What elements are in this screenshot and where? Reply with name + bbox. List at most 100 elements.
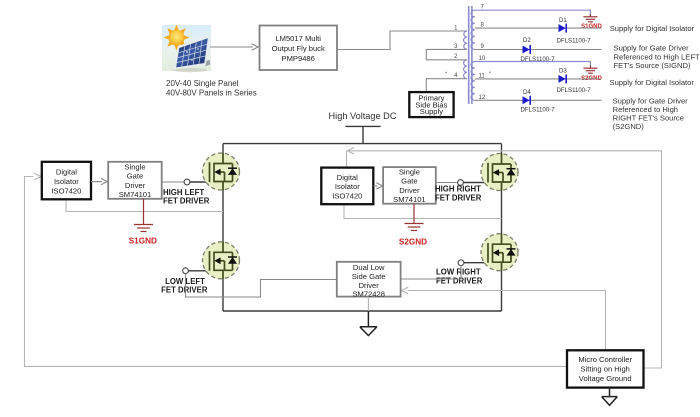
mosfet-low-right bbox=[480, 233, 519, 272]
svg-text:Referenced to High LEFT: Referenced to High LEFT bbox=[614, 52, 700, 61]
s2gnd-xfmr-ground-icon bbox=[583, 65, 598, 74]
gate-terminal bbox=[183, 178, 191, 186]
diode-d1-icon bbox=[558, 23, 568, 33]
secondary-winding-2 bbox=[470, 60, 475, 101]
polarity-dot bbox=[445, 71, 447, 74]
dual-to-left-gate-wire bbox=[184, 273, 337, 298]
svg-text:DFLS1100-7: DFLS1100-7 bbox=[521, 106, 556, 113]
pin10-wire bbox=[474, 60, 591, 66]
svg-text:Referenced to High: Referenced to High bbox=[613, 105, 678, 114]
pv-panel-icon bbox=[173, 35, 211, 73]
iso-left-block: Digital Isolator ISO7420 bbox=[40, 160, 93, 201]
svg-text:Supply for Gate Driver: Supply for Gate Driver bbox=[614, 44, 690, 53]
svg-text:PMP9486: PMP9486 bbox=[282, 54, 315, 63]
svg-text:D1: D1 bbox=[559, 17, 567, 24]
panel-caption-line1: 20V-40 Single Panel bbox=[166, 79, 239, 88]
s1gnd-xfmr-ground-icon bbox=[583, 14, 598, 23]
arrowhead-icon bbox=[346, 147, 355, 155]
svg-text:9: 9 bbox=[481, 44, 485, 50]
driver-right-block: Single Gate Driver SM74101 bbox=[382, 166, 437, 205]
svg-text:RIGHT FET's Source: RIGHT FET's Source bbox=[613, 114, 684, 123]
svg-text:11: 11 bbox=[479, 73, 486, 79]
s1gnd-driver-label: S1GND bbox=[129, 237, 157, 246]
pin7-wire bbox=[474, 9, 591, 15]
svg-text:SM72428: SM72428 bbox=[352, 290, 385, 299]
fet-low-right-label2: FET DRIVER bbox=[436, 276, 483, 285]
svg-text:Supply for Digital Isolator: Supply for Digital Isolator bbox=[610, 78, 695, 87]
mosfet-high-right bbox=[480, 152, 519, 192]
svg-text:10: 10 bbox=[479, 56, 486, 62]
svg-text:Output Fly buck: Output Fly buck bbox=[272, 44, 325, 53]
svg-text:ISO7420: ISO7420 bbox=[332, 192, 362, 201]
mc-to-iso-left-wire bbox=[23, 175, 567, 367]
mosfet-high-left bbox=[201, 152, 241, 191]
polarity-dot bbox=[489, 71, 491, 74]
supply-annotations: Supply for Digital Isolator Supply for G… bbox=[610, 24, 700, 131]
fet-high-left-label1: HIGH LEFT bbox=[163, 188, 204, 197]
arrowhead-icon bbox=[251, 43, 260, 51]
svg-text:Isolator: Isolator bbox=[54, 177, 79, 186]
s2gnd-driver-label: S2GND bbox=[399, 238, 427, 247]
svg-text:LM5017 Multi: LM5017 Multi bbox=[275, 34, 321, 43]
svg-text:Micro Controller: Micro Controller bbox=[578, 355, 632, 364]
lm5017-to-xfmr-wire bbox=[337, 30, 467, 51]
svg-text:Supply for Gate Driver: Supply for Gate Driver bbox=[613, 96, 689, 105]
diode-d4-icon bbox=[522, 95, 532, 105]
s1gnd-xfmr-label: S1GND bbox=[581, 24, 602, 30]
fet-high-right-label1: HIGH RIGHT bbox=[435, 185, 481, 194]
iso-right-gnd-link-wire bbox=[343, 204, 502, 220]
svg-text:FET's Source (SIGND): FET's Source (SIGND) bbox=[614, 61, 691, 70]
svg-text:8: 8 bbox=[481, 23, 485, 29]
svg-text:Gate: Gate bbox=[401, 177, 417, 186]
svg-text:Single: Single bbox=[124, 162, 145, 171]
svg-text:DFLS1100-7: DFLS1100-7 bbox=[557, 87, 592, 94]
gate-terminal bbox=[457, 259, 465, 267]
svg-text:Gate: Gate bbox=[127, 172, 143, 181]
svg-text:3: 3 bbox=[454, 44, 458, 50]
iso-right-block: Digital Isolator ISO7420 bbox=[320, 166, 375, 206]
svg-text:Digital: Digital bbox=[337, 173, 358, 182]
fet-low-right-label1: LOW RIGHT bbox=[436, 268, 481, 277]
svg-text:1: 1 bbox=[454, 26, 458, 32]
primary-winding-2 bbox=[463, 59, 468, 80]
arrowhead-icon bbox=[33, 172, 43, 181]
secondary-winding-1 bbox=[470, 9, 475, 51]
lm5017-block: LM5017 Multi Output Fly buck PMP9486 bbox=[258, 24, 338, 71]
svg-text:Side Gate: Side Gate bbox=[352, 272, 386, 281]
mc-to-dual-driver-wire bbox=[407, 289, 607, 351]
primary-series-link-wire bbox=[425, 48, 467, 61]
svg-text:2: 2 bbox=[454, 54, 458, 60]
diode-d2-icon bbox=[522, 45, 532, 54]
svg-text:Dual Low: Dual Low bbox=[353, 263, 385, 272]
primary-bias-block: Primary Side Bias Supply bbox=[408, 90, 455, 119]
arrowhead-icon bbox=[400, 286, 409, 295]
svg-text:Supply for Digital Isolator: Supply for Digital Isolator bbox=[610, 24, 695, 33]
svg-text:Sitting on High: Sitting on High bbox=[581, 364, 630, 373]
svg-text:Driver: Driver bbox=[399, 186, 420, 195]
dual-driver-block: Dual Low Side Gate Driver SM72428 bbox=[335, 260, 402, 299]
dual-to-right-gate-wire bbox=[400, 265, 462, 280]
bridge-frame-wire bbox=[222, 142, 503, 312]
hv-dc-node: High Voltage DC bbox=[329, 111, 397, 144]
power-ground-icon bbox=[359, 311, 378, 337]
svg-text:(S2GND): (S2GND) bbox=[613, 122, 645, 131]
fet-high-left-label2: FET DRIVER bbox=[163, 197, 210, 206]
solar-panel-icon bbox=[162, 24, 211, 73]
s2gnd-driver-ground-icon bbox=[404, 203, 424, 232]
controller-lines bbox=[23, 147, 663, 369]
mosfet-low-left bbox=[201, 241, 241, 280]
svg-text:4: 4 bbox=[454, 73, 458, 79]
gate-terminal bbox=[182, 267, 190, 275]
svg-text:DFLS1100-7: DFLS1100-7 bbox=[521, 56, 556, 63]
panel-caption-line2: 40V-80V Panels in Series bbox=[166, 88, 257, 97]
driver-left-block: Single Gate Driver SM74101 bbox=[107, 160, 163, 200]
primary-to-bias-wire bbox=[425, 78, 467, 93]
svg-text:Primary: Primary bbox=[418, 93, 444, 102]
sun-icon bbox=[163, 24, 190, 51]
secondary-outputs: S1GND D1 DFLS1100-7 D2 DFLS1100-7 S2GND bbox=[474, 9, 603, 113]
svg-text:Supply: Supply bbox=[420, 107, 443, 116]
panel-to-lm5017-wire bbox=[210, 43, 260, 51]
svg-text:Isolator: Isolator bbox=[335, 182, 360, 191]
svg-text:ISO7420: ISO7420 bbox=[51, 186, 81, 195]
